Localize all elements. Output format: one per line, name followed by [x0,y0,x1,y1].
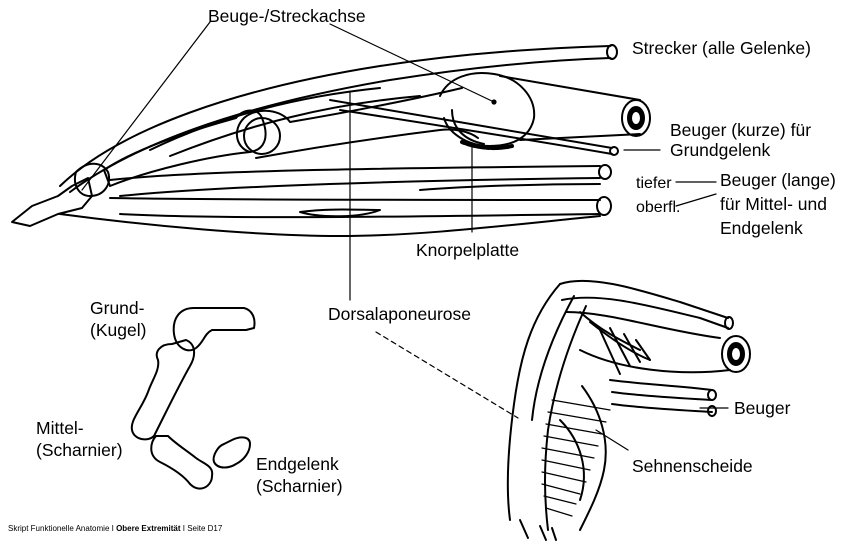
leader-lines-bottom [376,332,728,450]
flexed-finger-illustration [508,281,750,540]
label-flexor: Beuger [734,398,790,418]
label-flexor-long-line3: Endgelenk [720,218,803,238]
footer-part1: Skript Funktionelle Anatomie I [8,524,116,533]
label-flexor-long-line2: für Mittel- und [720,194,827,214]
label-end-joint-line1: Endgelenk [256,454,339,474]
label-flexor-long-line1: Beuger (lange) [720,170,836,190]
label-deep: tiefer [636,174,672,194]
page-footer: Skript Funktionelle Anatomie I Obere Ext… [8,524,222,533]
label-base-joint-line2: (Kugel) [90,320,146,340]
extended-finger-illustration [12,45,650,236]
label-flexion-extension-axis: Beuge-/Streckachse [208,6,366,26]
label-superficial: oberfl. [636,198,680,218]
label-middle-joint-line1: Mittel- [36,418,84,438]
label-dorsal-aponeurosis: Dorsalaponeurose [328,304,471,324]
label-flexor-short-line1: Beuger (kurze) für [670,120,811,140]
label-middle-joint-line2: (Scharnier) [36,440,123,460]
label-cartilage-plate: Knorpelplatte [416,240,519,260]
label-end-joint-line2: (Scharnier) [256,476,343,496]
footer-part2: Obere Extremität [116,524,180,533]
label-extensor: Strecker (alle Gelenke) [632,38,811,58]
joint-bones-illustration [132,308,255,489]
label-base-joint-line1: Grund- [90,298,144,318]
label-tendon-sheath: Sehnenscheide [632,456,753,476]
footer-part3: I Seite D17 [181,524,223,533]
label-flexor-short-line2: Grundgelenk [670,140,770,160]
